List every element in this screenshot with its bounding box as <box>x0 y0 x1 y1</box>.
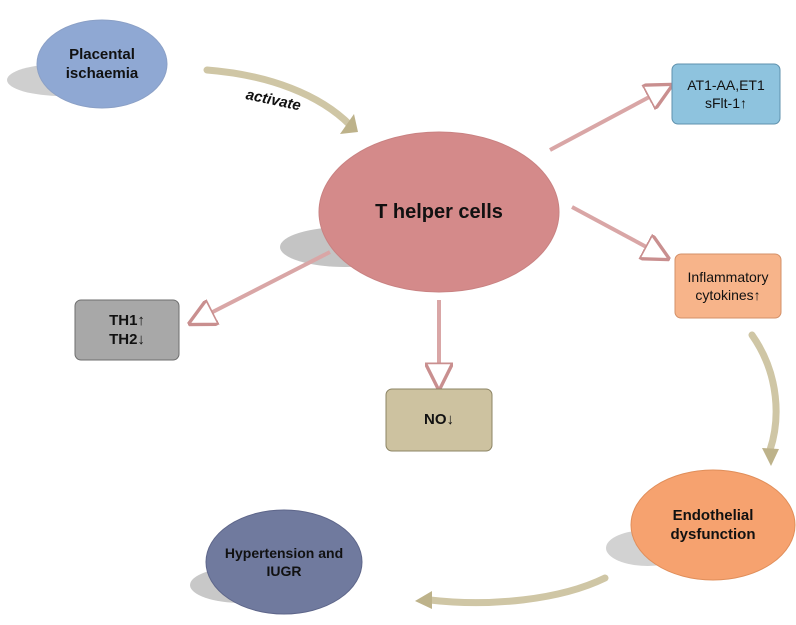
inflammatory-cytokines-label: Inflammatory cytokines↑ <box>675 256 781 316</box>
at1-aa-et1-line-1: AT1-AA,ET1 <box>687 76 765 93</box>
placental-ischaemia-label: Placental ischaemia <box>40 30 164 98</box>
endothelial-dysfunction-node <box>630 469 796 581</box>
endothelial-to-hypertension-arrow-head <box>415 591 432 609</box>
at1-aa-et1-node <box>671 63 781 125</box>
thelper-to-inflammatory-arrow <box>571 205 665 257</box>
endothelial-to-hypertension-arrow <box>426 574 609 607</box>
thelper-to-th-arrow <box>193 250 331 322</box>
inflammatory-cytokines-node <box>674 253 782 319</box>
th1-line: TH1↑ <box>109 311 145 329</box>
placental-ischaemia-line-2: ischaemia <box>65 65 139 82</box>
hypertension-iugr-line-1: Hypertension and <box>224 544 344 561</box>
endothelial-dysfunction-line-1: Endothelial <box>672 506 754 524</box>
inflammatory-cytokines-line-1: Inflammatory <box>687 268 769 285</box>
inflammatory-cytokines-line-2: cytokines↑ <box>695 287 761 303</box>
th2-line: TH2↓ <box>109 331 145 348</box>
placental-ischaemia-node <box>36 19 168 109</box>
hypertension-iugr-node <box>205 509 363 615</box>
placental-ischaemia-line-1: Placental <box>69 45 135 63</box>
no-node <box>385 388 493 452</box>
at1-aa-et1-line-2: sFlt-1↑ <box>705 95 747 111</box>
th1-th2-node <box>74 299 180 361</box>
thelper-to-at1-arrow <box>549 87 668 152</box>
no-line-1: NO↓ <box>424 411 454 429</box>
inflammatory-to-endothelial-arrow <box>748 331 780 454</box>
endothelial-dysfunction-line-2: dysfunction <box>670 526 756 543</box>
no-label: NO↓ <box>386 391 492 449</box>
activate-arrow-head <box>340 114 358 134</box>
at1-aa-et1-label: AT1-AA,ET1 sFlt-1↑ <box>672 66 780 122</box>
hypertension-iugr-label: Hypertension and IUGR <box>210 538 358 586</box>
endothelial-dysfunction-label: Endothelial dysfunction <box>640 500 786 550</box>
hypertension-iugr-line-2: IUGR <box>266 563 302 579</box>
inflammatory-to-endothelial-arrow-head <box>762 448 779 466</box>
activate-arrow <box>203 66 354 129</box>
t-helper-cells-line-1: T helper cells <box>375 201 503 223</box>
t-helper-cells-label: T helper cells <box>330 192 548 232</box>
th1-th2-label: TH1↑ TH2↓ <box>75 302 179 358</box>
t-helper-cells-node <box>318 131 560 293</box>
